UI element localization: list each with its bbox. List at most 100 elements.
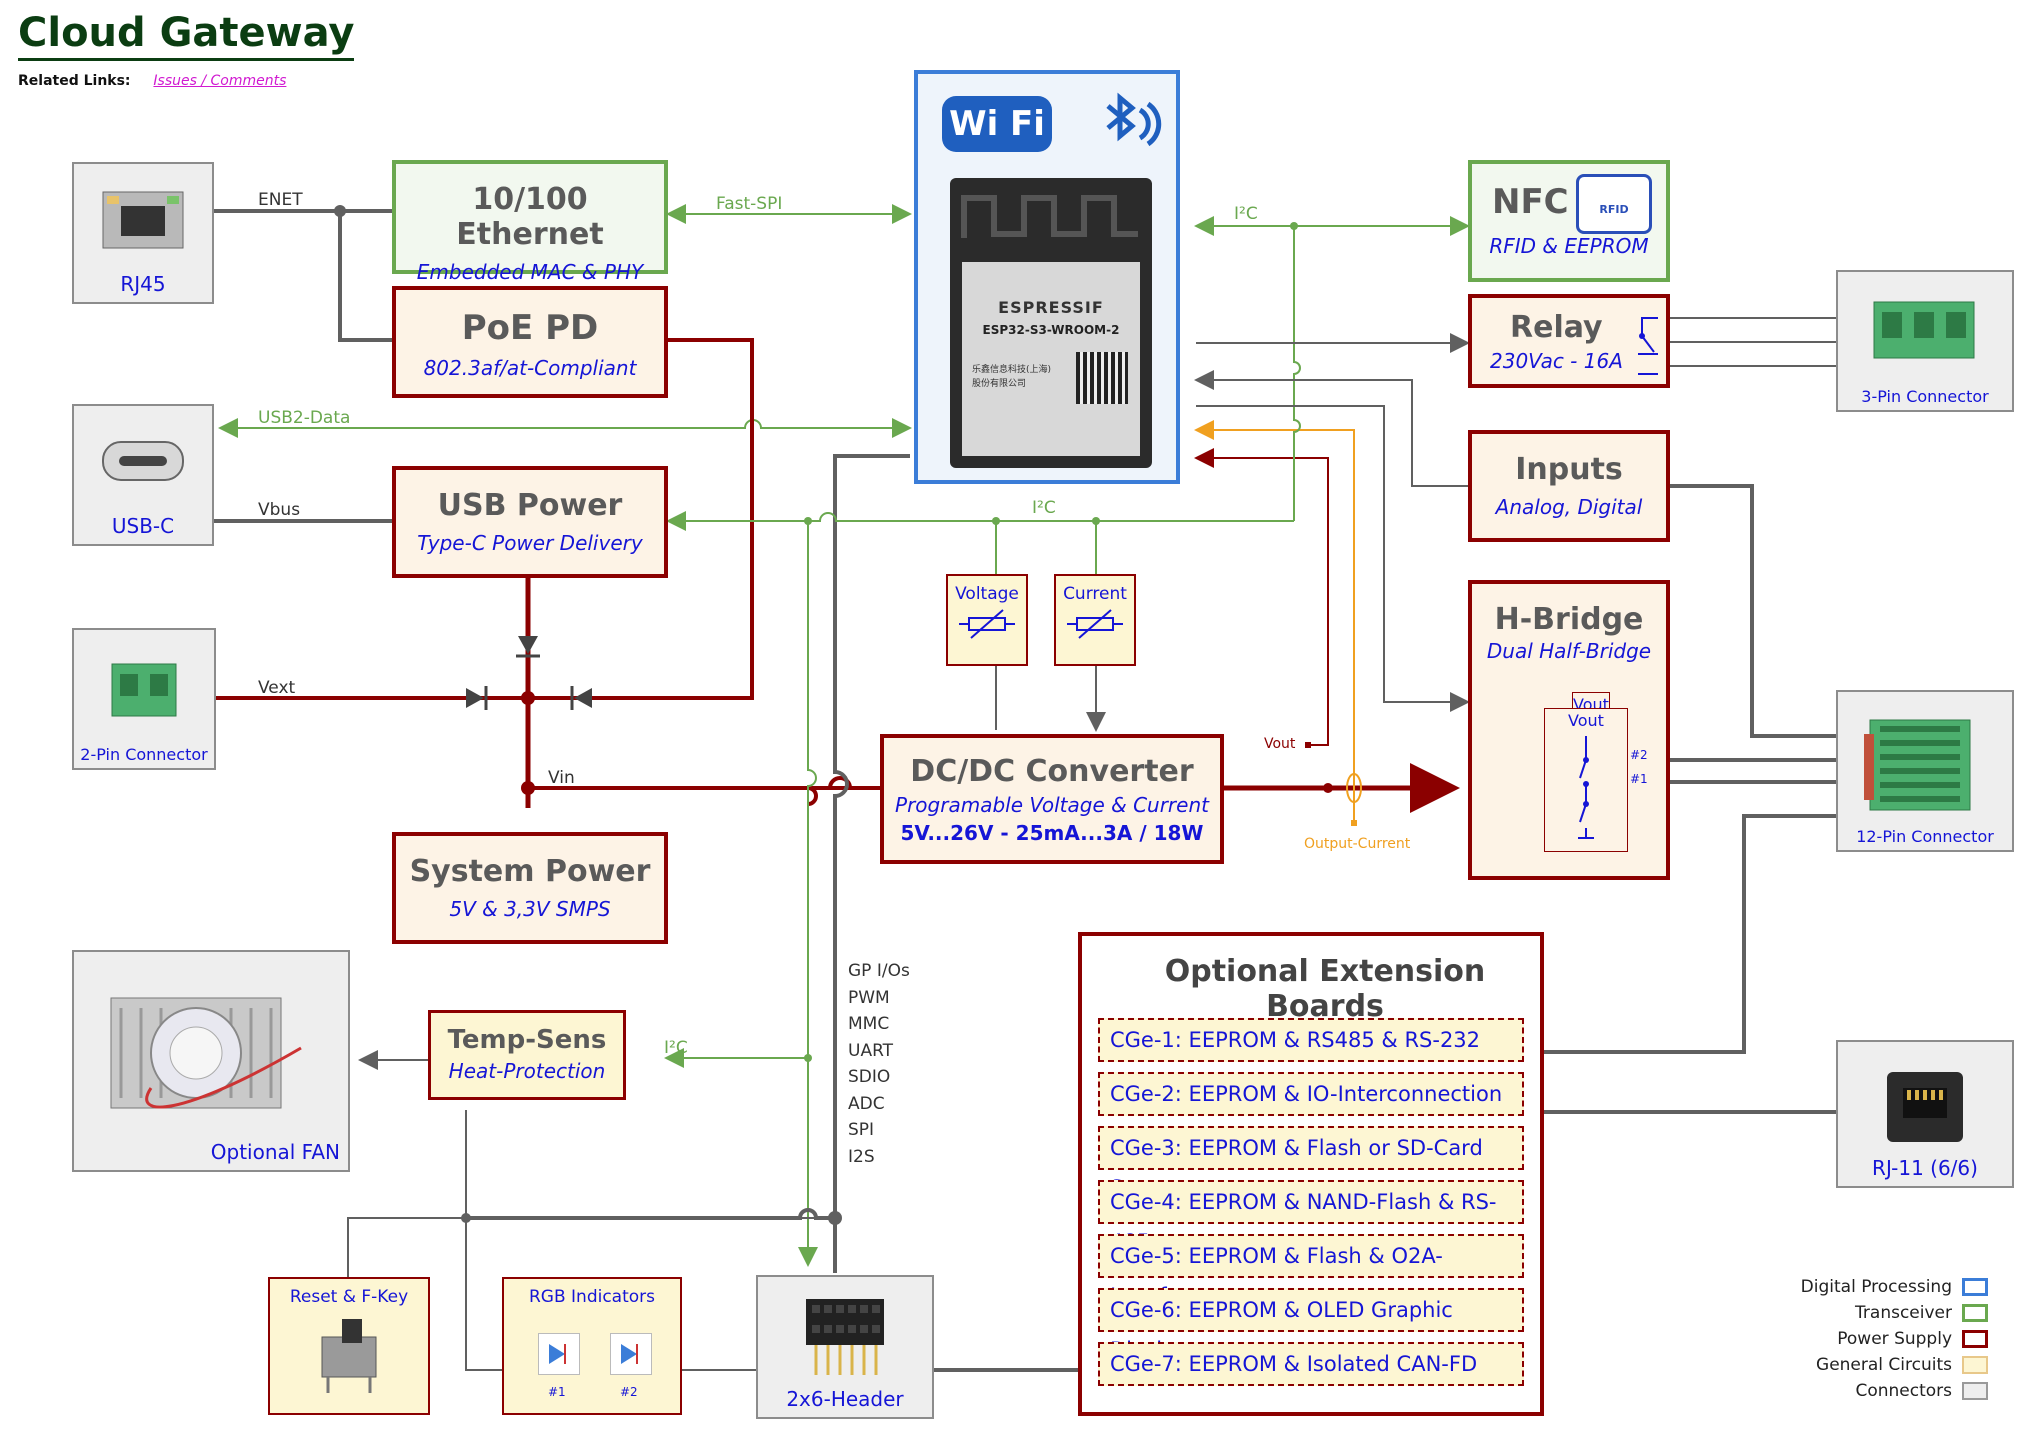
gpio-item: GP I/Os — [848, 961, 910, 981]
temp-sens-subtitle: Heat-Protection — [448, 1059, 606, 1083]
issues-comments-link[interactable]: Issues / Comments — [153, 73, 287, 89]
half-bridge-1: Vout — [1544, 708, 1628, 852]
module-shield: ESPRESSIF ESP32-S3-WROOM-2 乐鑫信息科技(上海) 股份… — [962, 262, 1140, 456]
led-icon — [538, 1333, 580, 1375]
rgb-title: RGB Indicators — [528, 1287, 656, 1307]
relay-switch-icon — [1638, 317, 1658, 375]
usb-power-title: USB Power — [437, 488, 623, 523]
relay-block: Relay 230Vac - 16A — [1468, 294, 1670, 388]
led2-label: #2 — [620, 1385, 638, 1399]
poe-block: PoE PD 802.3af/at-Compliant — [392, 286, 668, 398]
usbc-icon — [102, 441, 184, 481]
maker-line2: 股份有限公司 — [972, 379, 1027, 389]
page-title: Cloud Gateway — [18, 10, 355, 61]
output-current-wire — [1194, 420, 1355, 822]
hbridge-title: H-Bridge — [1494, 602, 1644, 637]
extension-item: CGe-3: EEPROM & Flash or SD-Card Storage — [1098, 1126, 1524, 1200]
vbus-label: Vbus — [258, 500, 301, 520]
dcdc-block: DC/DC Converter Programable Voltage & Cu… — [880, 734, 1224, 864]
i2c-bus-mid — [666, 511, 1294, 531]
hbridge-subtitle: Dual Half-Bridge — [1486, 639, 1652, 663]
espressif-brand: ESPRESSIF — [998, 298, 1104, 317]
legend-item: Connectors — [1770, 1378, 1990, 1404]
vin-wire — [528, 776, 880, 806]
poe-title: PoE PD — [461, 308, 599, 348]
two-pin-label: 2-Pin Connector — [80, 745, 208, 764]
rj11-label: RJ-11 (6/6) — [1872, 1156, 1978, 1180]
variable-resistor-icon — [959, 609, 1015, 639]
gpio-item: SPI — [848, 1120, 875, 1140]
ethernet-subtitle: Embedded MAC & PHY — [416, 260, 644, 284]
ethernet-block: 10/100 Ethernet Embedded MAC & PHY — [392, 160, 668, 284]
extension-item: CGe-2: EEPROM & IO-Interconnection — [1098, 1072, 1524, 1116]
legend-item: Transceiver — [1770, 1300, 1990, 1326]
i2c-mid-label: I²C — [1032, 498, 1056, 518]
reset-fkey-block[interactable]: Reset & F-Key — [268, 1277, 430, 1415]
usbc-label: USB-C — [111, 514, 175, 538]
inputs-wire — [1194, 370, 1468, 487]
fast-spi-label: Fast-SPI — [716, 194, 783, 214]
temp-sens-block: Temp-Sens Heat-Protection — [428, 1010, 626, 1100]
extension-item: CGe-5: EEPROM & Flash & O2A-Interface — [1098, 1234, 1524, 1308]
maker-line1: 乐鑫信息科技(上海) — [972, 365, 1052, 375]
extension-item: CGe-7: EEPROM & Isolated CAN-FD — [1098, 1342, 1524, 1386]
twelve-pin-connector: 12-Pin Connector — [1836, 690, 2014, 852]
bluetooth-icon — [1106, 92, 1162, 147]
hbridge-block: H-Bridge Dual Half-Bridge Vout Vout #2 #… — [1468, 580, 1670, 880]
led-icon — [610, 1333, 652, 1375]
terminal-block-icon — [111, 663, 177, 717]
fan-heatsink-icon — [110, 997, 302, 1109]
fan-connector: Optional FAN — [72, 950, 350, 1172]
twelve-pin-label: 12-Pin Connector — [1856, 827, 1994, 846]
enet-label: ENET — [258, 190, 303, 210]
reset-title: Reset & F-Key — [289, 1287, 409, 1307]
rj11-connector: RJ-11 (6/6) — [1836, 1040, 2014, 1188]
current-title: Current — [1063, 584, 1127, 604]
gpio-list: GP I/Os PWM MMC UART SDIO ADC SPI I2S — [848, 958, 910, 1170]
usb-power-subtitle: Type-C Power Delivery — [417, 531, 643, 555]
enet-wire — [214, 209, 392, 342]
output-current-label: Output-Current — [1304, 836, 1411, 852]
inputs-title: Inputs — [1515, 452, 1623, 487]
hbridge-control-wire — [1196, 405, 1470, 712]
gpio-item: SDIO — [848, 1067, 891, 1087]
related-links-label: Related Links: — [18, 73, 131, 89]
mcu-block: Wi Fi ESPRESSIF ESP32-S3-WROOM-2 乐鑫信息科技(… — [914, 70, 1180, 484]
rj45-label: RJ45 — [120, 272, 166, 296]
related-links: Related Links: Issues / Comments — [18, 73, 286, 89]
current-sense-block: Current — [1054, 574, 1136, 666]
legend-item: Power Supply — [1770, 1326, 1990, 1352]
nfc-title: NFC — [1492, 182, 1569, 222]
voltage-title: Voltage — [955, 584, 1019, 604]
legend: Digital Processing Transceiver Power Sup… — [1770, 1274, 1990, 1404]
voltage-sense-block: Voltage — [946, 574, 1028, 666]
temp-sens-title: Temp-Sens — [447, 1025, 607, 1055]
wifi-logo: Wi Fi — [942, 96, 1052, 152]
vout-feedback-wire — [1194, 448, 1329, 746]
half-bridge-switch-icon — [1578, 736, 1594, 839]
relay-subtitle: 230Vac - 16A — [1490, 349, 1623, 373]
relay-title: Relay — [1510, 310, 1603, 345]
header-label: 2x6-Header — [786, 1387, 904, 1411]
diode-vext — [466, 686, 488, 710]
system-power-block: System Power 5V & 3,3V SMPS — [392, 832, 668, 944]
extension-item: CGe-6: EEPROM & OLED Graphic Display — [1098, 1288, 1524, 1362]
terminal-block-12-icon — [1864, 719, 1971, 811]
three-pin-connector: 3-Pin Connector — [1836, 270, 2014, 412]
usbc-connector: USB-C — [72, 404, 214, 546]
legend-item: Digital Processing — [1770, 1274, 1990, 1300]
usb2-data-label: USB2-Data — [258, 408, 351, 428]
esp32-module: ESPRESSIF ESP32-S3-WROOM-2 乐鑫信息科技(上海) 股份… — [950, 178, 1152, 468]
extension-item: CGe-1: EEPROM & RS485 & RS-232 — [1098, 1018, 1524, 1062]
rfid-icon: RFID — [1576, 174, 1652, 234]
relay-output-wires — [1668, 317, 1836, 367]
vin-label: Vin — [548, 768, 575, 788]
extension-boards-block: Optional Extension Boards CGe-1: EEPROM … — [1078, 932, 1544, 1416]
inputs-subtitle: Analog, Digital — [1495, 495, 1643, 519]
inputs-block: Inputs Analog, Digital — [1468, 430, 1670, 542]
extension-title: Optional Extension Boards — [1164, 954, 1486, 1024]
dcdc-subtitle: Programable Voltage & Current — [895, 793, 1209, 817]
hbridge-ch1: #1 — [1630, 772, 1648, 786]
gpio-item: UART — [848, 1040, 894, 1061]
antenna-trace-icon — [961, 195, 1138, 238]
